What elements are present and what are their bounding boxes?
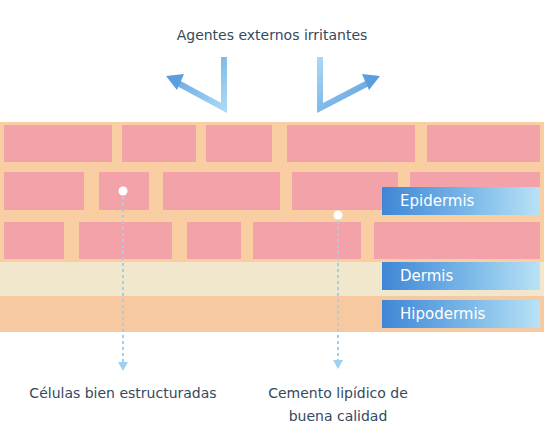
skin-cell-brick [287, 125, 415, 162]
irritant-arrow [320, 57, 370, 108]
skin-cell-brick [374, 222, 540, 259]
skin-cell-brick [187, 222, 241, 259]
leader-head [118, 362, 128, 371]
layer-name: Epidermis [400, 192, 474, 210]
skin-cell-brick [4, 125, 112, 162]
layer-tag: Hipodermis [382, 300, 540, 328]
callout-label: Cemento lipídico de buena calidad [258, 382, 418, 428]
leader-head [333, 360, 343, 369]
skin-cell-brick [122, 125, 196, 162]
callout-label: Células bien estructuradas [23, 382, 223, 405]
skin-cell-brick [427, 125, 540, 162]
layer-tag: Dermis [382, 262, 540, 290]
epidermis-mortar [0, 122, 544, 262]
skin-cell-brick [4, 222, 64, 259]
skin-cell-brick [79, 222, 172, 259]
skin-cell-brick [4, 172, 84, 210]
cell-marker [119, 187, 128, 196]
lipid-marker [334, 211, 343, 220]
irritant-arrow [176, 57, 224, 108]
leader-line [122, 197, 124, 362]
dermis-band [0, 262, 544, 296]
skin-cell-brick [253, 222, 361, 259]
skin-cell-brick [206, 125, 272, 162]
diagram-heading: Agentes externos irritantes [122, 24, 422, 47]
hipodermis-band [0, 296, 544, 332]
layer-name: Hipodermis [400, 305, 485, 323]
skin-cell-brick [163, 172, 280, 210]
arrow-head [166, 74, 184, 90]
layer-tag: Epidermis [382, 187, 540, 215]
layer-name: Dermis [400, 267, 453, 285]
arrow-head [362, 74, 380, 90]
leader-line [337, 221, 339, 360]
brick-group [4, 125, 540, 259]
